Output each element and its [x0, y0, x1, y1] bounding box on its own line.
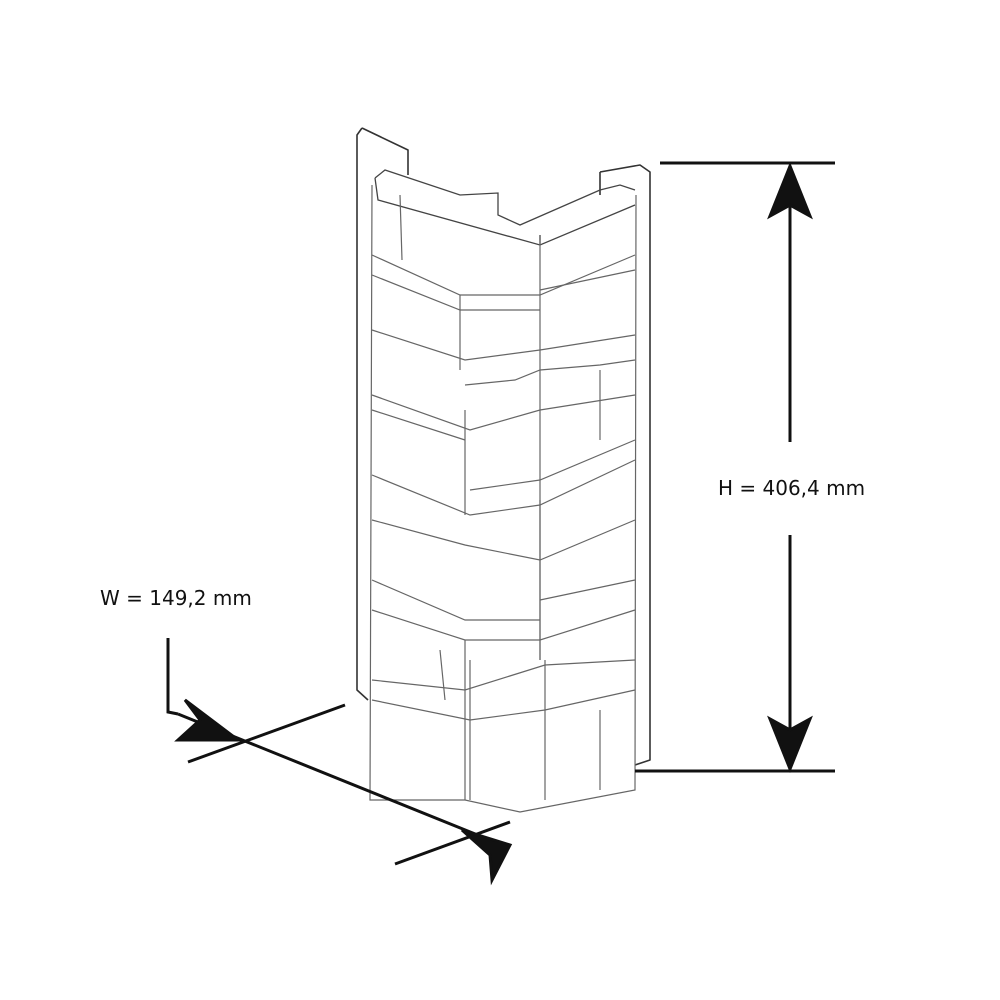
width-label: W = 149,2 mm [100, 586, 252, 610]
arrow-up-icon [767, 161, 813, 220]
width-dimension [166, 638, 513, 886]
top-return-lip [374, 169, 636, 246]
face-outline [369, 184, 637, 813]
arrow-left-icon [174, 698, 243, 742]
arrow-down-icon [767, 715, 813, 774]
height-dimension [635, 161, 835, 774]
width-extension-right [394, 820, 511, 866]
backing-panel [356, 127, 651, 766]
height-label: H = 406,4 mm [718, 476, 866, 500]
arrow-right-icon [461, 828, 513, 886]
stone-face [369, 184, 637, 813]
width-extension-left [187, 703, 346, 764]
